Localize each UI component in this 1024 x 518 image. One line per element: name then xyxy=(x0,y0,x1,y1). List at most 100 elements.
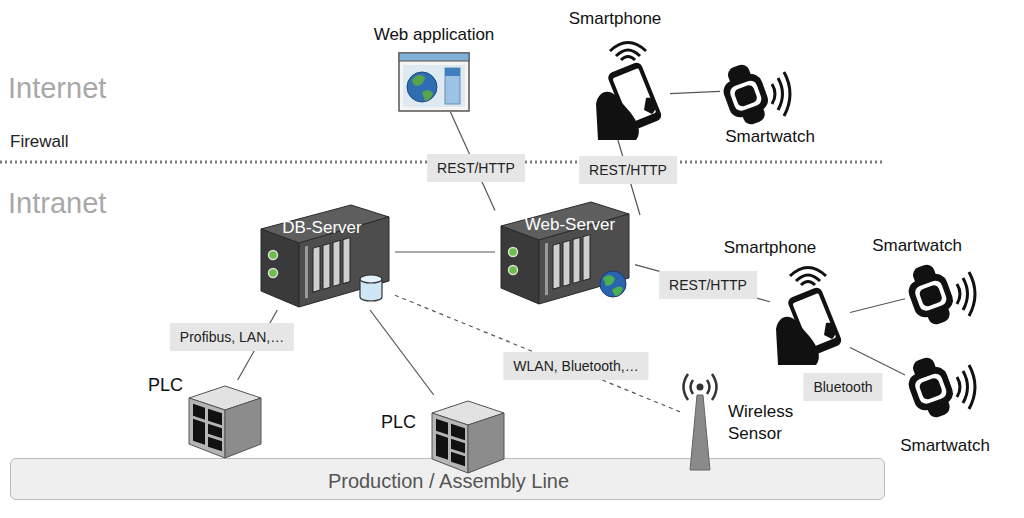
wireless-sensor: Wireless Sensor xyxy=(680,365,720,470)
watch-body xyxy=(901,260,959,330)
window-frame xyxy=(399,53,469,111)
db-server: DB-Server xyxy=(255,195,395,310)
plc-panel xyxy=(451,452,465,467)
connector-line xyxy=(670,91,720,93)
plc-cube: PLC xyxy=(428,395,508,475)
node-label: Web-Server xyxy=(510,214,630,236)
node-label: DB-Server xyxy=(267,217,377,239)
signal-arc xyxy=(784,72,790,116)
smartwatch-icon-graphic xyxy=(720,62,790,125)
drive-bays xyxy=(545,231,590,296)
globe xyxy=(600,271,626,297)
drive-slot xyxy=(583,235,590,281)
signal-arc xyxy=(957,377,960,397)
region-label: Firewall xyxy=(10,132,69,152)
plc-panels xyxy=(193,404,222,452)
hand-thumb xyxy=(644,98,656,114)
cube-side xyxy=(225,398,261,458)
watch-display xyxy=(918,377,943,401)
status-led xyxy=(269,269,278,278)
connection-label: REST/HTTP xyxy=(579,156,677,184)
signal-arc xyxy=(963,371,968,403)
server-side xyxy=(501,226,539,304)
rack-handle xyxy=(545,243,548,296)
smartwatch-icon: Smartwatch xyxy=(905,262,985,330)
smartwatch-icon: Smartwatch xyxy=(905,355,985,425)
signal-arc xyxy=(691,380,694,394)
status-led xyxy=(509,266,518,275)
signal-arc xyxy=(712,374,717,400)
db-server-graphic xyxy=(255,195,395,310)
side-bar-top xyxy=(445,68,460,76)
connection-label: REST/HTTP xyxy=(427,154,525,182)
wifi-arc xyxy=(610,43,646,52)
watch-display xyxy=(733,84,758,108)
smartphone-icon-graphic xyxy=(770,265,850,365)
hand xyxy=(776,317,819,365)
wifi-arc xyxy=(621,57,635,61)
web-server-graphic xyxy=(495,192,635,307)
signal-arc xyxy=(963,278,968,310)
plc-panel xyxy=(451,439,465,454)
window-titlebar xyxy=(399,53,469,61)
wifi-arc xyxy=(790,268,826,277)
web-app-icon-graphic xyxy=(398,52,470,112)
hand xyxy=(596,92,639,140)
antenna-tip xyxy=(697,384,704,391)
connection-label: Profibus, LAN,… xyxy=(170,323,294,351)
node-label: Smartwatch xyxy=(885,435,1005,457)
smartwatch-icon-graphic xyxy=(905,355,985,425)
connector-line xyxy=(635,265,770,302)
drive-slot xyxy=(333,240,340,286)
smartphone-icon: Smartphone xyxy=(590,40,670,140)
node-label: PLC xyxy=(147,374,183,397)
smartwatch-icon: Smartwatch xyxy=(720,62,790,125)
drive-slot xyxy=(553,243,560,289)
node-label: PLC xyxy=(380,411,416,434)
watch-screen xyxy=(728,79,763,113)
node-label: Smartwatch xyxy=(710,126,830,148)
plc-panel xyxy=(451,424,465,441)
plc-panel xyxy=(193,419,205,445)
connection-label: Bluetooth xyxy=(803,373,882,401)
connector-line xyxy=(850,299,905,313)
globe-land xyxy=(612,286,623,296)
plc-panel xyxy=(436,419,448,435)
connector-line xyxy=(850,348,905,376)
connector-line xyxy=(370,310,434,395)
wifi-arc xyxy=(801,282,815,286)
status-led xyxy=(269,251,278,260)
smartphone-icon: Smartphone xyxy=(770,265,850,365)
rack-handle xyxy=(305,246,308,299)
plc-panels xyxy=(436,419,465,467)
cube-front xyxy=(189,398,225,458)
region-label: Intranet xyxy=(8,187,106,220)
drive-slot xyxy=(323,243,330,289)
node-label: Smartwatch xyxy=(857,235,977,257)
plc-panel xyxy=(208,409,222,426)
node-label: Web application xyxy=(358,24,510,46)
server-side xyxy=(261,229,299,307)
watch-screen xyxy=(913,279,948,313)
signal-arc xyxy=(707,380,710,394)
globe-land xyxy=(603,275,615,286)
watch-case xyxy=(905,364,956,413)
signal-arc xyxy=(772,84,775,104)
drive-slot xyxy=(343,238,350,284)
globe xyxy=(407,72,437,102)
region-label: Internet xyxy=(8,72,106,105)
node-label: Production / Assembly Line xyxy=(11,468,886,494)
web-server: Web-Server xyxy=(495,192,635,307)
plc-panel xyxy=(193,404,205,420)
drive-slot xyxy=(313,246,320,292)
plc-cube-graphic xyxy=(428,395,508,475)
watch-body xyxy=(901,353,959,423)
signal-arc xyxy=(969,365,975,409)
smartwatch-icon-graphic xyxy=(905,262,985,330)
watch-screen xyxy=(913,372,948,406)
antenna-pole xyxy=(690,395,710,470)
connection-label: WLAN, Bluetooth,… xyxy=(503,352,648,380)
drive-bays xyxy=(305,234,350,299)
plc-cube-graphic xyxy=(185,380,265,460)
